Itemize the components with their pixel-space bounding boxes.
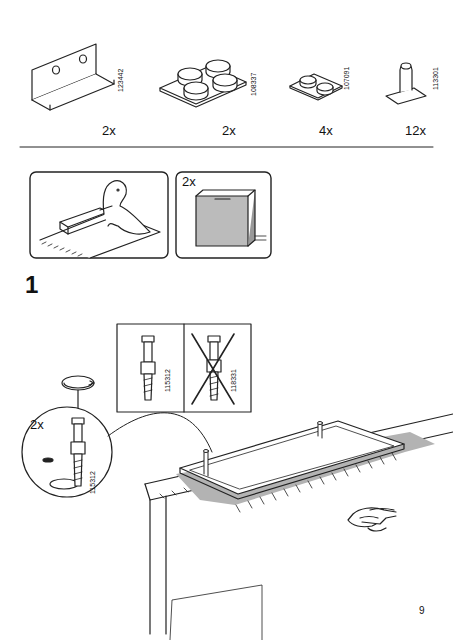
step-number: 1 [25, 273, 38, 297]
part-number: 115312 [164, 369, 171, 392]
felt-pad-sheet [160, 60, 246, 107]
divider-line [20, 147, 433, 148]
part-number: 118331 [230, 369, 237, 392]
part-number: 113301 [432, 67, 439, 90]
quantity: 2x [222, 124, 236, 137]
dowel-comparison-panel [117, 324, 251, 412]
rug-advice-panel [30, 172, 168, 258]
pointing-hand [348, 508, 396, 531]
part-number: 108337 [250, 73, 257, 96]
quantity: 4x [319, 124, 333, 137]
table-with-panel [145, 414, 453, 640]
part-number: 123442 [117, 69, 124, 92]
screwdriver-icon [62, 376, 94, 408]
part-number: 115312 [89, 471, 96, 494]
small-pad-sheet [290, 74, 342, 100]
drawer-front-panel [176, 172, 271, 258]
quantity: 2x [102, 124, 116, 137]
page-number: 9 [419, 606, 425, 616]
bracket-part [32, 44, 114, 110]
shelf-pin [386, 63, 426, 104]
quantity: 12x [405, 124, 426, 137]
callout-circle [22, 407, 212, 497]
quantity: 2x [182, 175, 196, 188]
part-number: 107091 [343, 67, 350, 90]
quantity: 2x [30, 418, 44, 431]
